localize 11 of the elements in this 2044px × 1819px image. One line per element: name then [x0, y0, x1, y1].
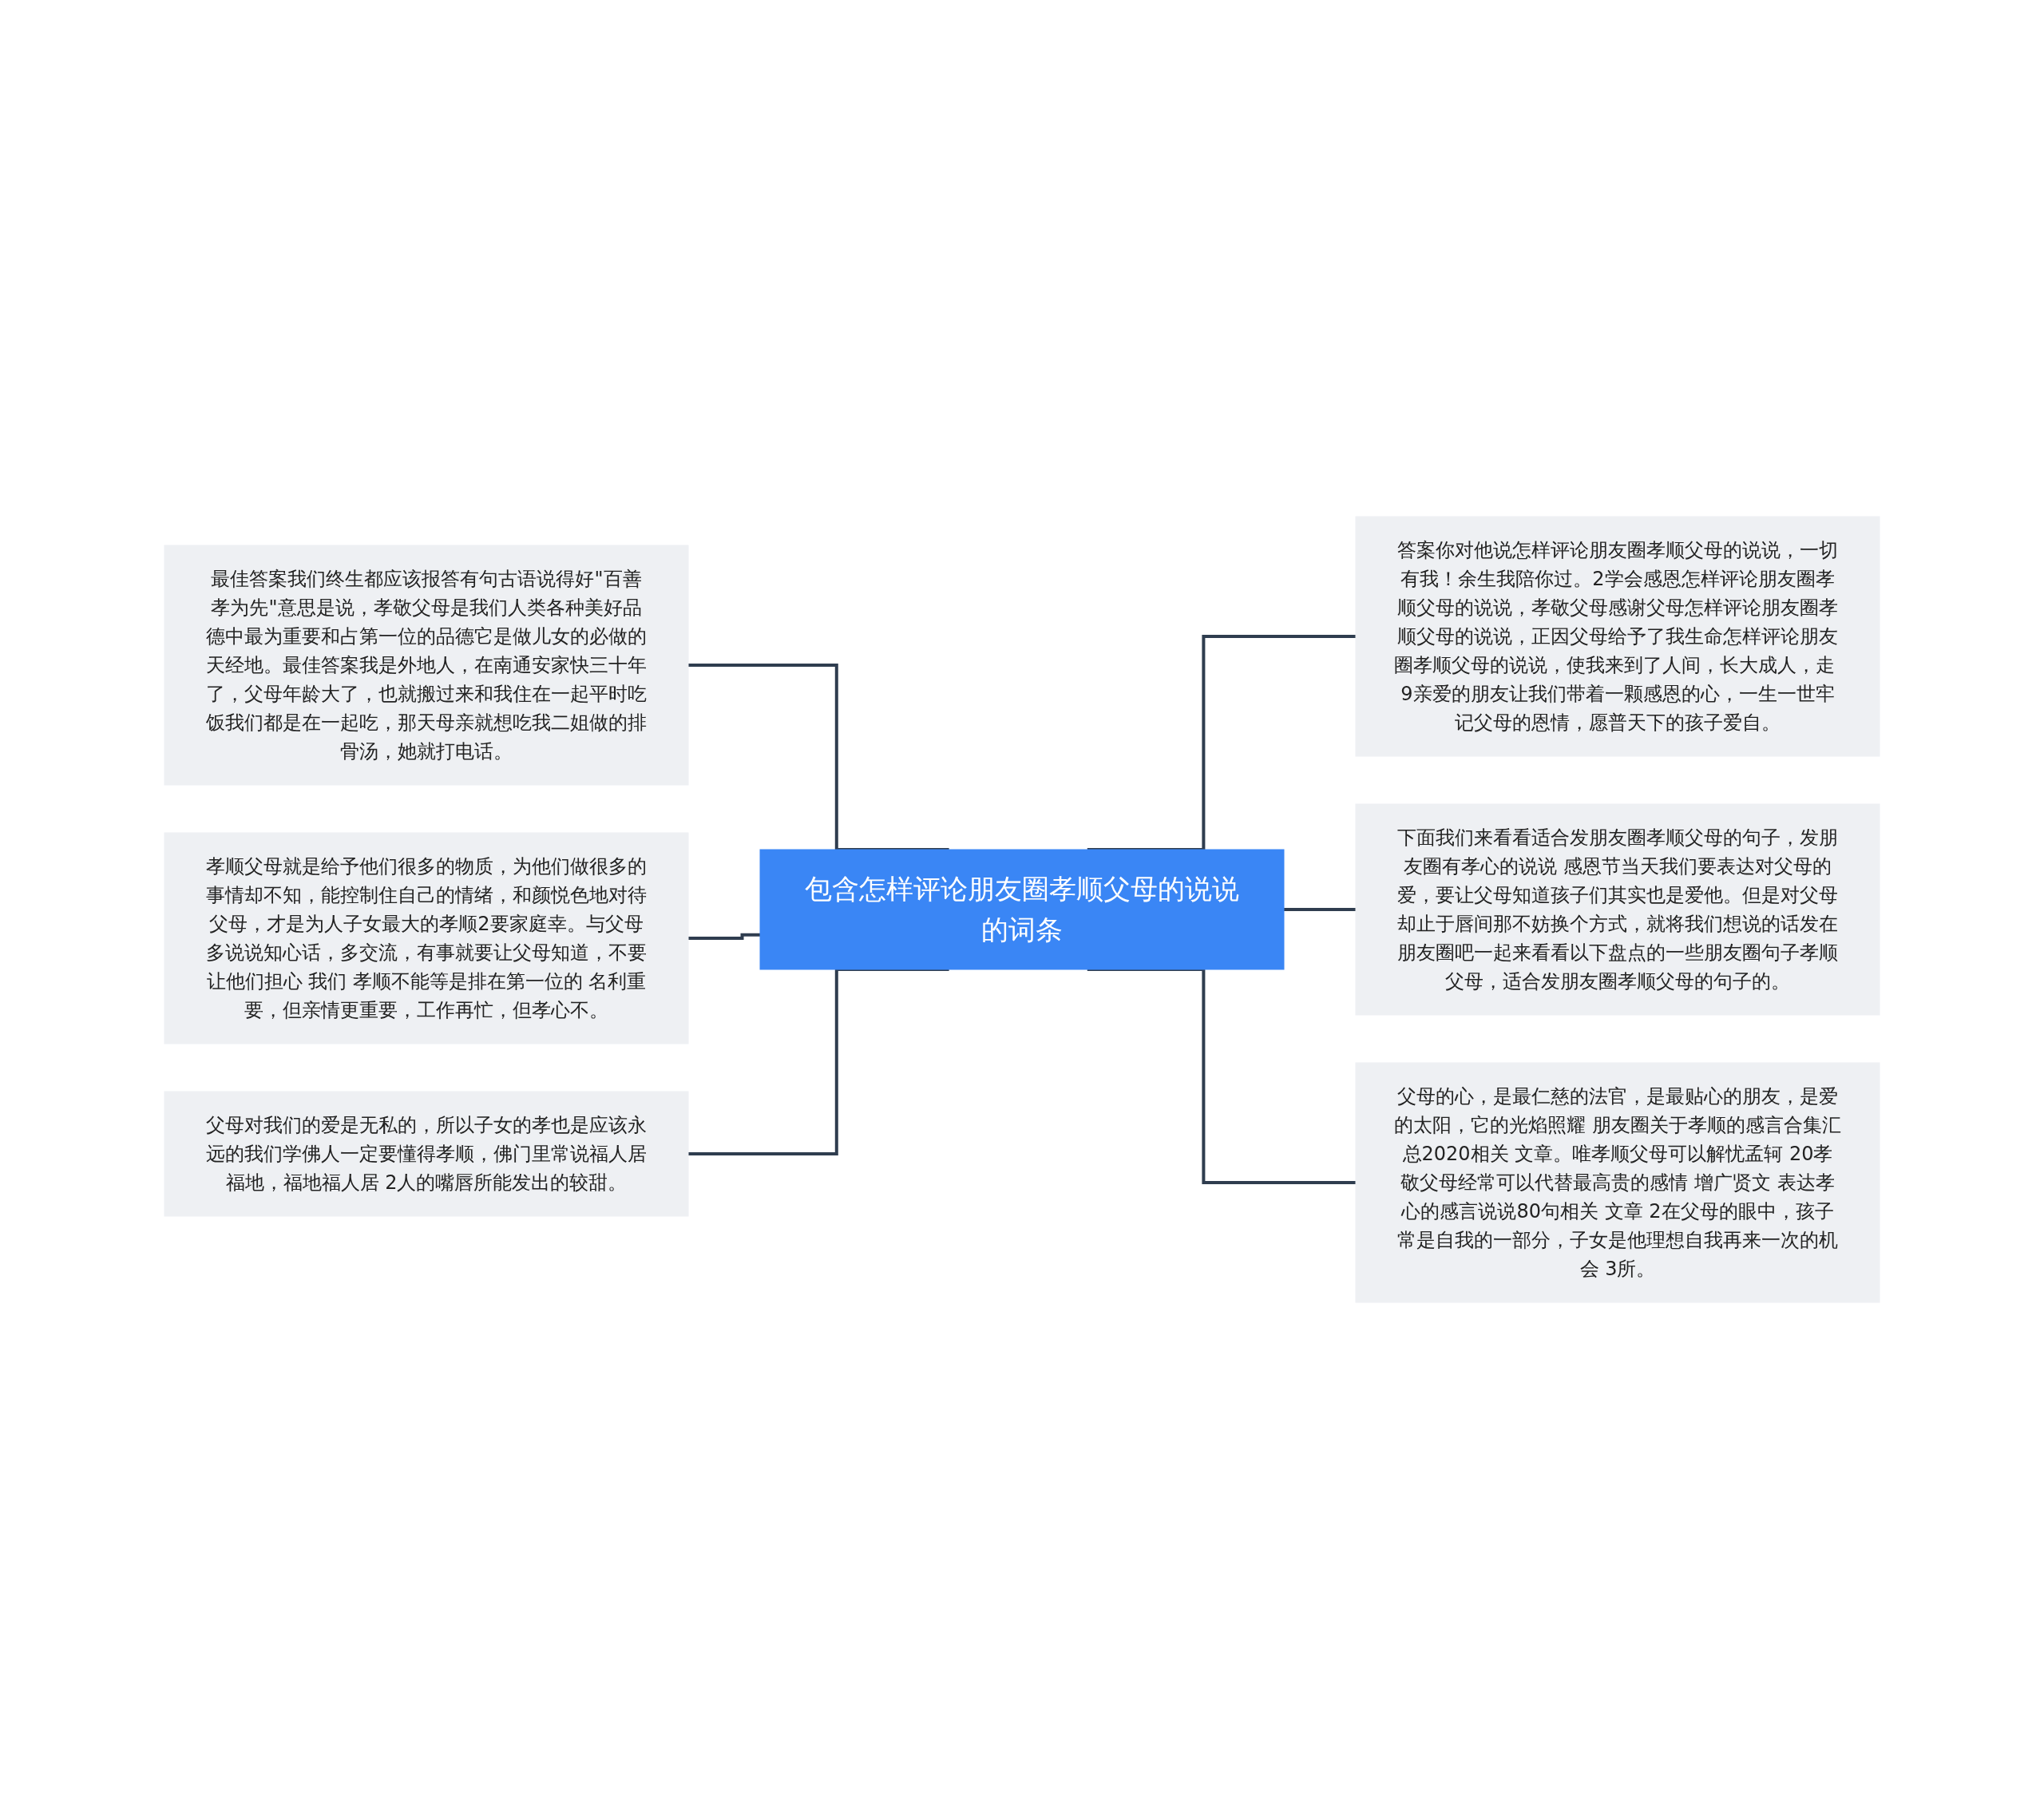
node-box: 父母对我们的爱是无私的，所以子女的孝也是应该永远的我们学佛人一定要懂得孝顺，佛门里常说福人居福地，福地福人居 2人的嘴唇所能发出的较甜。 — [164, 1091, 689, 1217]
node-box: 最佳答案我们终生都应该报答有句古语说得好"百善孝为先"意思是说，孝敬父母是我们人类各种美好品德中最为重要和占第一位的品德它是做儿女的必做的天经地。最佳答案我是外地人，在南通安家快三十年了，父母年龄大了，也就搬过来和我住在一起平时吃饭我们都是在一起吃，那天母亲就想吃我二姐做的排骨汤，她就打电话。 — [164, 545, 689, 786]
node-box: 下面我们来看看适合发朋友圈孝顺父母的句子，发朋友圈有孝心的说说 感恩节当天我们要表达对父母的爱，要让父母知道孩子们其实也是爱他。但是对父母却止于唇间那不妨换个方式，就将我们想说的话发在朋友圈吧一起来看看以下盘点的一些朋友圈句子孝顺父母，适合发朋友圈孝顺父母的句子的。 — [1355, 803, 1880, 1016]
node-box: 孝顺父母就是给予他们很多的物质，为他们做很多的事情却不知，能控制住自己的情绪，和颜悦色地对待父母，才是为人子女最大的孝顺2要家庭幸。与父母多说说知心话，多交流，有事就要让父母知道，不要让他们担心 我们 孝顺不能等是排在第一位的 名利重要，但亲情更重要，工作再忙，但孝心不。 — [164, 832, 689, 1044]
connector — [688, 933, 760, 940]
node-box: 父母的心，是最仁慈的法官，是最贴心的朋友，是爱的太阳，它的光焰照耀 朋友圈关于孝顺的感言合集汇总2020相关 文章。唯孝顺父母可以解忧孟轲 20孝敬父母经常可以代替最高贵的感情 增广贤文 表达孝心的感言说说80句相关 文章 2在父母的眼中，孩子常是自我的一部分，子女是他理想自我再来一次的机会 3所。 — [1355, 1062, 1880, 1303]
connector — [1284, 908, 1356, 911]
connector — [1087, 635, 1356, 851]
connector — [688, 664, 949, 851]
node-box: 答案你对他说怎样评论朋友圈孝顺父母的说说，一切有我！余生我陪你过。2学会感恩怎样评论朋友圈孝顺父母的说说，孝敬父母感谢父母怎样评论朋友圈孝顺父母的说说，正因父母给予了我生命怎样评论朋友圈孝顺父母的说说，使我来到了人间，长大成人，走 9亲爱的朋友让我们带着一颗感恩的心，一生一世牢记父母的恩情，愿普天下的孩子爱自。 — [1355, 516, 1880, 757]
node-box: 包含怎样评论朋友圈孝顺父母的说说的词条 — [759, 849, 1285, 970]
